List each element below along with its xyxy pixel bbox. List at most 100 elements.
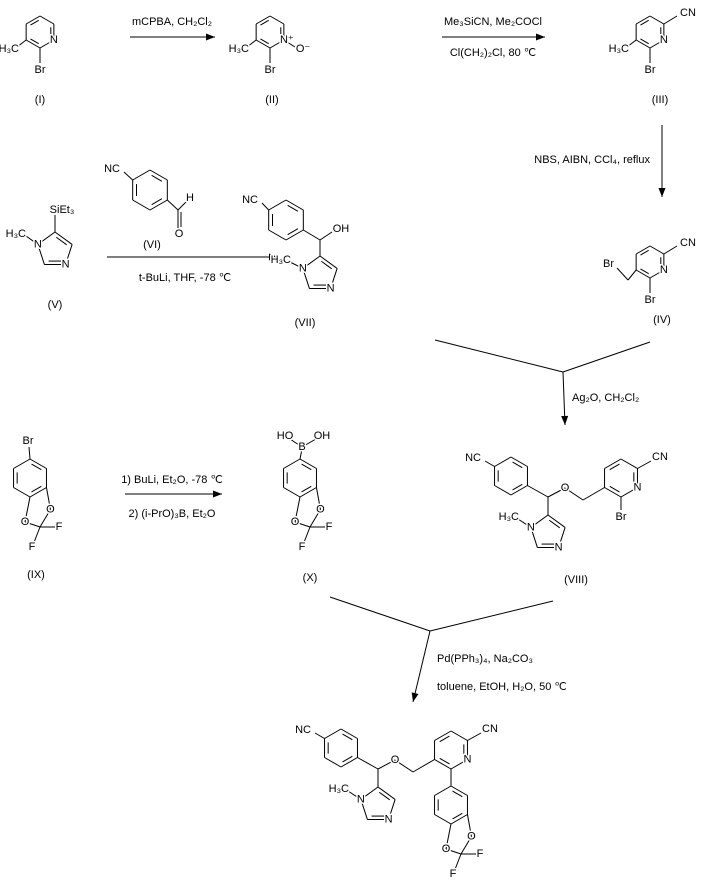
reagent-step5: Ag₂O, CH₂Cl₂ xyxy=(572,392,639,404)
bond xyxy=(494,456,512,467)
bond xyxy=(309,509,321,528)
compound-label-v: (V) xyxy=(48,299,63,311)
bond xyxy=(663,245,678,255)
bond xyxy=(445,848,462,855)
compound-label-i: (I) xyxy=(35,94,45,106)
fluorine-atom: F xyxy=(56,521,63,533)
bond xyxy=(319,231,333,241)
merge-line xyxy=(329,596,431,632)
double-bond xyxy=(301,463,312,471)
nitrogen-atom: N xyxy=(327,283,335,295)
compound-label-iv: (IV) xyxy=(653,314,671,326)
bond xyxy=(450,814,468,825)
double-bond xyxy=(342,755,353,763)
bromine-atom: Br xyxy=(645,294,656,306)
bond xyxy=(255,39,271,49)
bond xyxy=(25,235,39,245)
bond xyxy=(627,269,637,281)
bond xyxy=(620,487,638,498)
bond xyxy=(54,231,73,245)
bond xyxy=(484,460,495,467)
bond xyxy=(24,521,41,528)
bond xyxy=(299,487,317,498)
bond xyxy=(16,39,27,48)
double-bond xyxy=(30,19,39,26)
nitrogen-atom: N xyxy=(463,754,471,766)
double-bond xyxy=(287,204,299,212)
double-bond xyxy=(379,791,391,801)
dioxole-oxygen: O xyxy=(21,516,30,528)
bond xyxy=(324,757,342,768)
bond xyxy=(299,448,303,460)
double-bond xyxy=(287,228,299,236)
double-bond xyxy=(439,757,450,765)
bond xyxy=(177,200,188,211)
bond xyxy=(29,487,47,498)
bond xyxy=(377,759,396,770)
bond xyxy=(315,487,321,510)
methyl-group: H₃C xyxy=(0,43,19,55)
dioxole-oxygen: O xyxy=(46,504,55,516)
bond xyxy=(166,199,179,211)
bond xyxy=(45,487,51,510)
bond xyxy=(330,268,338,289)
double-bond xyxy=(512,483,523,491)
bond xyxy=(285,199,304,211)
bromomethyl-bromine: Br xyxy=(603,258,614,270)
bond xyxy=(434,814,452,825)
bond xyxy=(564,487,584,501)
nitrile-group: CN xyxy=(680,7,696,19)
bond xyxy=(324,728,342,739)
bond xyxy=(357,757,379,770)
nitrogen-atom: N xyxy=(660,264,668,276)
bond xyxy=(302,255,321,269)
dioxole-oxygen: O xyxy=(467,831,476,843)
bond xyxy=(582,487,605,501)
bond xyxy=(663,15,678,25)
bond xyxy=(269,39,285,49)
bond xyxy=(453,853,462,873)
bond xyxy=(268,229,287,241)
nitrile-group: NC xyxy=(295,724,311,736)
reagent-step6-bottom: 2) (i-PrO)₃B, Et₂O xyxy=(129,508,216,520)
bromine-atom: Br xyxy=(265,64,276,76)
double-bond xyxy=(640,38,649,45)
bond xyxy=(450,759,468,770)
double-bond xyxy=(260,38,269,45)
bond xyxy=(450,785,468,796)
nitrogen-atom: N xyxy=(34,238,42,250)
bond xyxy=(547,487,566,498)
fluorine-atom: F xyxy=(477,848,484,860)
bond xyxy=(635,245,651,255)
bond xyxy=(37,244,45,265)
methyl-group: H₃C xyxy=(229,43,249,55)
double-bond xyxy=(452,790,463,798)
bond xyxy=(527,485,549,498)
bond xyxy=(299,458,317,469)
double-bond xyxy=(452,812,463,820)
bond xyxy=(283,458,301,469)
oxide-oxygen: O⁻ xyxy=(296,43,311,55)
merge-line xyxy=(562,341,651,373)
arrow-step7 xyxy=(412,630,431,703)
double-bond xyxy=(260,19,269,26)
methyl-group: H₃C xyxy=(271,254,291,266)
bond xyxy=(649,39,665,49)
nitrile-group: NC xyxy=(465,452,481,464)
bond xyxy=(123,171,134,181)
bond xyxy=(626,39,637,48)
bond xyxy=(24,496,31,523)
arrow-step7-head xyxy=(411,692,419,702)
bond xyxy=(25,39,41,49)
double-bond xyxy=(549,519,561,529)
arrow-step3-head xyxy=(658,188,666,197)
nitrile-group: NC xyxy=(242,194,258,206)
bond xyxy=(29,458,47,469)
bond xyxy=(268,199,287,211)
bond xyxy=(620,458,638,469)
fluorine-atom: F xyxy=(29,541,36,553)
double-bond xyxy=(31,463,42,471)
triethylsilyl-group: SiEt₃ xyxy=(50,204,75,216)
bond xyxy=(25,15,41,25)
aldehyde-oxygen: O xyxy=(175,228,184,240)
